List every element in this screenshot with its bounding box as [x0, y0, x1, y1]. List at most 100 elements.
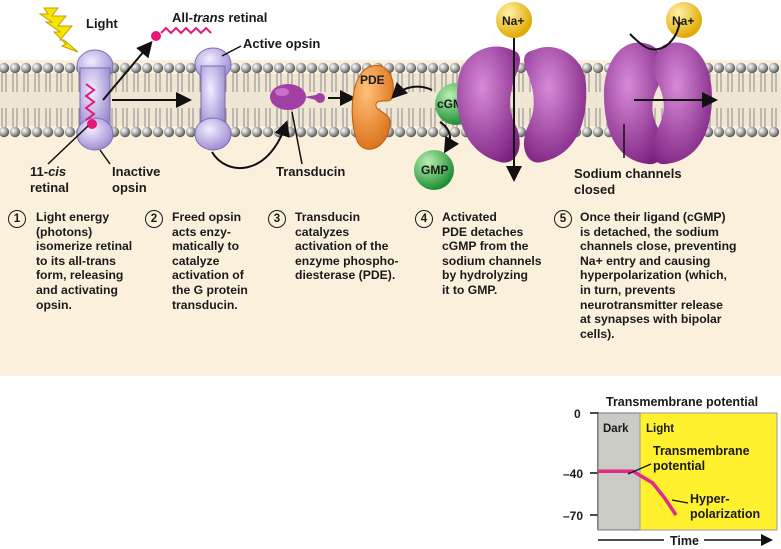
- transducin-leader: [291, 111, 303, 165]
- graph-tick-label-0: 0: [574, 407, 581, 421]
- lipid-head: [713, 126, 725, 138]
- light-period-panel: [639, 412, 778, 531]
- all-trans-retinal-molecule: [151, 26, 212, 41]
- lipid-head: [394, 62, 406, 74]
- lipid-head: [768, 62, 780, 74]
- sodium-channel-open: [457, 46, 587, 163]
- lipid-head: [31, 62, 43, 74]
- lipid-head: [317, 126, 329, 138]
- lipid-head: [405, 126, 417, 138]
- lipid-head: [427, 62, 439, 74]
- graph-tick-label-70: –70: [563, 509, 583, 523]
- cis-retinal-leader: [47, 125, 89, 165]
- lipid-head: [130, 126, 142, 138]
- na-label-open: Na+: [502, 14, 524, 28]
- hyper-label-leader: [671, 499, 689, 504]
- na-ion-open-channel: [496, 2, 532, 38]
- sodium-channels-label: Sodium channels closed: [574, 166, 685, 197]
- lipid-head: [317, 62, 329, 74]
- lipid-head: [438, 62, 450, 74]
- lipid-head: [768, 126, 780, 138]
- lipid-head: [240, 62, 252, 74]
- lipid-head: [42, 126, 54, 138]
- lipid-head: [328, 126, 340, 138]
- lipid-head: [273, 62, 285, 74]
- lipid-head: [592, 62, 604, 74]
- lipid-head: [174, 62, 186, 74]
- lipid-head: [350, 62, 362, 74]
- lipid-head: [284, 62, 296, 74]
- inactive-opsin-label: Inactive opsin: [112, 164, 164, 195]
- lipid-head: [0, 62, 10, 74]
- lipid-head: [119, 126, 131, 138]
- lipid-head: [416, 62, 428, 74]
- step-2-number: 2: [145, 210, 163, 228]
- lipid-head: [735, 62, 747, 74]
- lipid-head: [64, 62, 76, 74]
- curve-label: Transmembrane potential: [653, 444, 753, 473]
- inactive-opsin: [76, 49, 114, 151]
- lipid-head: [724, 126, 736, 138]
- lipid-head: [130, 62, 142, 74]
- na-blocked-path: [629, 21, 681, 51]
- step-3-number: 3: [268, 210, 286, 228]
- lipid-head: [174, 126, 186, 138]
- lipid-head: [284, 126, 296, 138]
- na-label-closed: Na+: [672, 14, 694, 28]
- lipid-head: [746, 126, 758, 138]
- step-5-number: 5: [554, 210, 572, 228]
- lipid-head: [295, 126, 307, 138]
- lipid-head: [262, 62, 274, 74]
- lipid-head: [163, 62, 175, 74]
- lipid-head: [339, 126, 351, 138]
- lipid-head: [581, 62, 593, 74]
- lipid-head: [306, 62, 318, 74]
- lipid-head: [757, 126, 769, 138]
- lipid-head: [9, 126, 21, 138]
- transducin-label: Transducin: [276, 164, 345, 179]
- lipid-head: [9, 62, 21, 74]
- step-2-text: Freed opsin acts enzy- matically to cata…: [172, 210, 248, 312]
- lipid-head: [592, 126, 604, 138]
- time-label: Time: [670, 534, 699, 548]
- lipid-head: [295, 62, 307, 74]
- hyperpolarization-label: Hyper- polarization: [690, 492, 760, 521]
- lipid-head: [64, 126, 76, 138]
- active-opsin: [194, 47, 232, 151]
- cgmp-to-pde-arrow: [391, 81, 433, 99]
- graph-title: Transmembrane potential: [606, 395, 758, 409]
- sodium-channel-closed: [604, 42, 712, 165]
- step-4-text: Activated PDE detaches cGMP from the sod…: [442, 210, 542, 297]
- lipid-head: [724, 62, 736, 74]
- light-lightning-icon: [38, 7, 79, 53]
- active-opsin-leader: [221, 45, 242, 57]
- cis-retinal-label: 11-cis retinal: [30, 164, 70, 195]
- lipid-head: [757, 62, 769, 74]
- lipid-head: [405, 62, 417, 74]
- lipid-head: [427, 126, 439, 138]
- lipid-head: [735, 126, 747, 138]
- lipid-head: [229, 62, 241, 74]
- lipid-head: [746, 62, 758, 74]
- lipid-head: [581, 126, 593, 138]
- lipid-head: [251, 62, 263, 74]
- lipid-head: [20, 62, 32, 74]
- light-label: Light: [86, 16, 118, 31]
- dark-label: Dark: [603, 423, 629, 435]
- all-trans-retinal-label: All-trans retinal: [172, 10, 267, 25]
- lipid-head: [229, 126, 241, 138]
- lipid-head: [240, 126, 252, 138]
- retinal-release-arrow: [102, 40, 153, 101]
- lipid-head: [185, 126, 197, 138]
- transducin-activation-arrow: [211, 120, 290, 170]
- gmp-molecule: [414, 150, 454, 190]
- lipid-head: [152, 126, 164, 138]
- lipid-head: [262, 126, 274, 138]
- lipid-head: [20, 126, 32, 138]
- lipid-head: [339, 62, 351, 74]
- transducin: [270, 84, 325, 110]
- light-label-graph: Light: [646, 423, 674, 435]
- lipid-head: [416, 126, 428, 138]
- step-4-number: 4: [415, 210, 433, 228]
